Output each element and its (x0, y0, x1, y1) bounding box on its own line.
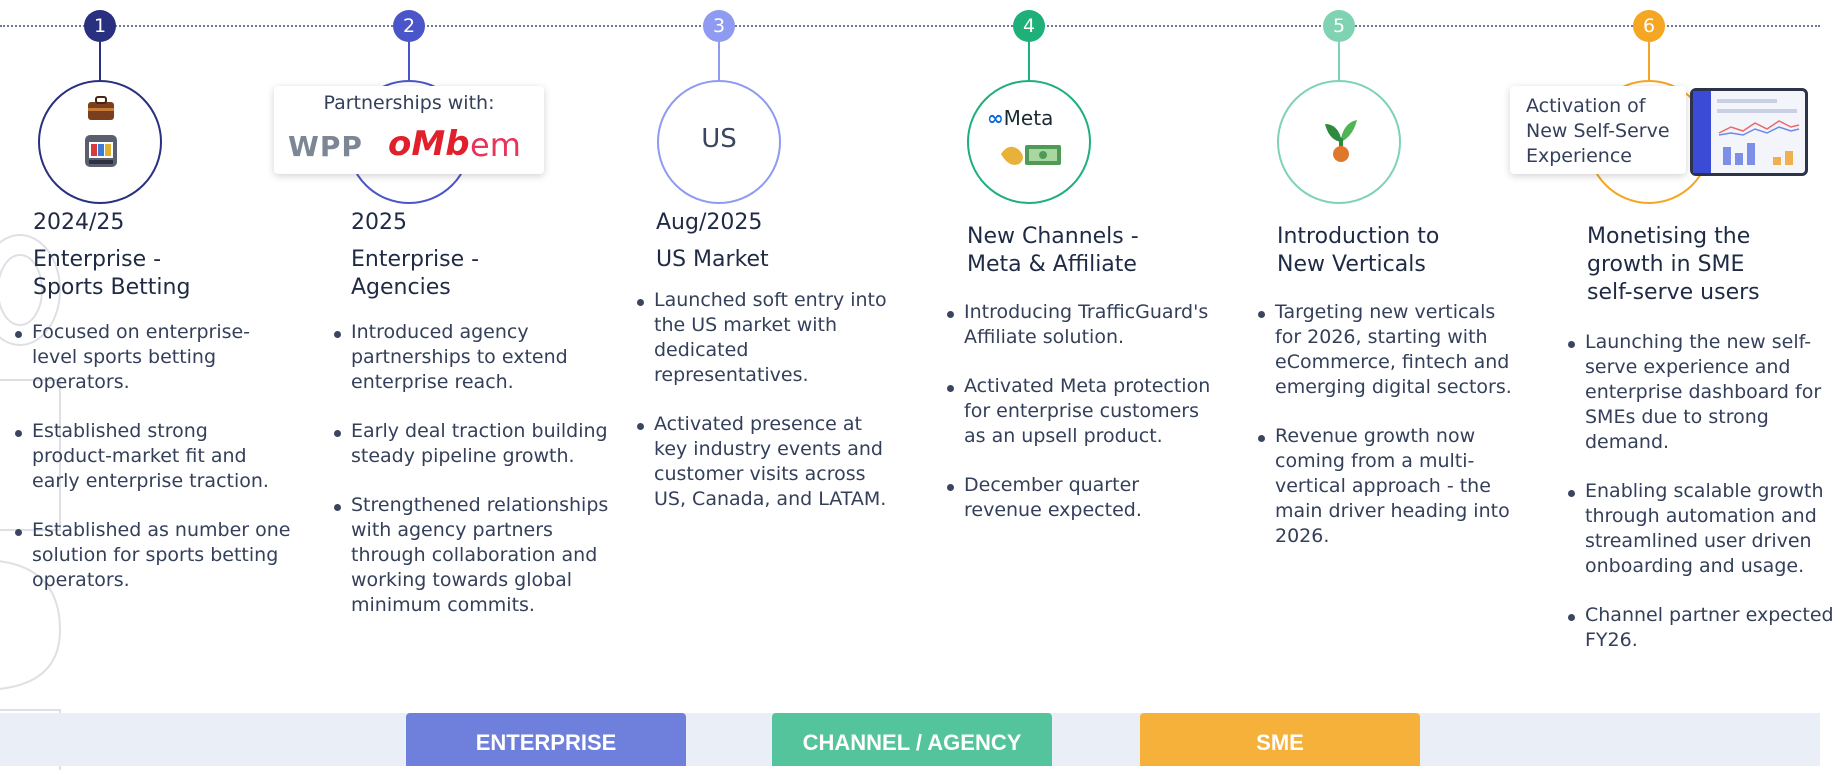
bullet-3-1: Launched soft entry into the US market w… (637, 288, 889, 388)
self-serve-line-1: Activation of (1526, 95, 1646, 117)
step-number-2: 2 (393, 10, 425, 42)
step-bullets-5: Targeting new verticals for 2026, starti… (1255, 300, 1525, 573)
step-number-5: 5 (1323, 10, 1355, 42)
step-title-2-line-1: Enterprise - (351, 247, 480, 272)
partnerships-card: Partnerships with: WPP oMb em (274, 86, 544, 174)
self-serve-card: Activation of New Self-Serve Experience (1510, 86, 1686, 174)
bullet-1-2: Established strong product-market fit an… (15, 419, 292, 494)
timeline-dotted-line (0, 25, 1820, 27)
step-title-2: Enterprise - Agencies (351, 246, 479, 302)
step-bullets-4: Introducing TrafficGuard's Affiliate sol… (944, 300, 1214, 547)
step-title-6-line-1: Monetising the (1587, 224, 1751, 249)
step-year-1: 2024/25 (33, 210, 125, 235)
step-title-6: Monetising the growth in SME self-serve … (1587, 223, 1760, 307)
step-title-5-line-2: New Verticals (1277, 252, 1426, 277)
step-connector-3 (718, 40, 720, 82)
watermark-decoration (0, 234, 62, 770)
step-number-4: 4 (1013, 10, 1045, 42)
step-title-3-line-1: US Market (656, 247, 769, 272)
step-circle-3: US (657, 80, 781, 204)
bullet-5-1: Targeting new verticals for 2026, starti… (1258, 300, 1525, 400)
step-title-5-line-1: Introduction to (1277, 224, 1440, 249)
step-title-3: US Market (656, 246, 769, 274)
self-serve-line-3: Experience (1526, 145, 1632, 167)
bullet-1-3: Established as number one solution for s… (15, 519, 291, 591)
step-title-4-line-2: Meta & Affiliate (967, 252, 1137, 277)
bullet-3-2: Activated presence at key industry event… (637, 412, 889, 512)
step-title-5: Introduction to New Verticals (1277, 223, 1439, 279)
handshake-money-icon (1001, 145, 1061, 165)
step-number-6: 6 (1633, 10, 1665, 42)
wpp-logo: WPP (288, 130, 363, 163)
step-title-4-line-1: New Channels - (967, 224, 1139, 249)
bullet-6-3: Channel partner expected FY26. (1568, 603, 1837, 653)
step-year-3: Aug/2025 (656, 210, 763, 235)
sprout-icon (1325, 120, 1357, 162)
bullet-6-1: Launching the new self-serve experience … (1568, 330, 1837, 455)
segment-enterprise: ENTERPRISE (406, 713, 686, 766)
em-logo: em (470, 126, 521, 164)
slot-machine-icon (85, 135, 117, 167)
segment-channel-agency: CHANNEL / AGENCY (772, 713, 1052, 766)
bullet-5-2: Revenue growth now coming from a multi-v… (1258, 424, 1525, 549)
bullet-2-2: Early deal traction building steady pipe… (334, 419, 611, 469)
step-connector-2 (408, 40, 410, 82)
step-title-1: Enterprise - Sports Betting (33, 246, 190, 302)
bullet-1-1: Focused on enterprise-level sports betti… (15, 320, 292, 395)
partnerships-label: Partnerships with: (323, 92, 495, 114)
bullet-2-3: Strengthened relationships with agency p… (334, 493, 611, 618)
step-number-3: 3 (703, 10, 735, 42)
self-serve-line-2: New Self-Serve (1526, 120, 1670, 142)
step-year-2: 2025 (351, 210, 407, 235)
bullet-2-1: Introduced agency partnerships to extend… (334, 320, 611, 395)
bullet-6-2: Enabling scalable growth through automat… (1568, 479, 1837, 579)
step-title-1-line-2: Sports Betting (33, 275, 191, 300)
step-bullets-3: Launched soft entry into the US market w… (634, 288, 889, 536)
step-title-4: New Channels - Meta & Affiliate (967, 223, 1139, 279)
step-number-1: 1 (84, 10, 116, 42)
briefcase-icon (88, 96, 114, 120)
step-bullets-2: Introduced agency partnerships to extend… (331, 320, 611, 642)
step-connector-6 (1648, 40, 1650, 82)
us-circle-label: US (701, 124, 737, 154)
dashboard-screenshot-icon (1690, 88, 1808, 176)
step-connector-4 (1028, 40, 1030, 82)
step-title-2-line-2: Agencies (351, 275, 451, 300)
bullet-4-1: Introducing TrafficGuard's Affiliate sol… (947, 300, 1214, 350)
step-circle-5 (1277, 80, 1401, 204)
step-circle-4: ∞Meta (967, 80, 1091, 204)
bullet-4-2: Activated Meta protection for enterprise… (947, 374, 1214, 449)
step-connector-5 (1338, 40, 1340, 82)
bullet-4-3: December quarter revenue expected. (947, 473, 1214, 523)
step-title-6-line-2: growth in SME (1587, 252, 1745, 277)
meta-logo-text: Meta (1003, 106, 1054, 130)
step-title-1-line-1: Enterprise - (33, 247, 162, 272)
step-circle-1 (38, 80, 162, 204)
step-title-6-line-3: self-serve users (1587, 280, 1760, 305)
omd-logo: oMb (388, 124, 470, 164)
segment-sme: SME (1140, 713, 1420, 766)
meta-logo-icon: ∞Meta (987, 106, 1054, 130)
step-connector-1 (99, 40, 101, 82)
self-serve-card-text: Activation of New Self-Serve Experience (1526, 94, 1670, 169)
step-bullets-6: Launching the new self-serve experience … (1565, 330, 1837, 677)
step-bullets-1: Focused on enterprise-level sports betti… (12, 320, 292, 617)
